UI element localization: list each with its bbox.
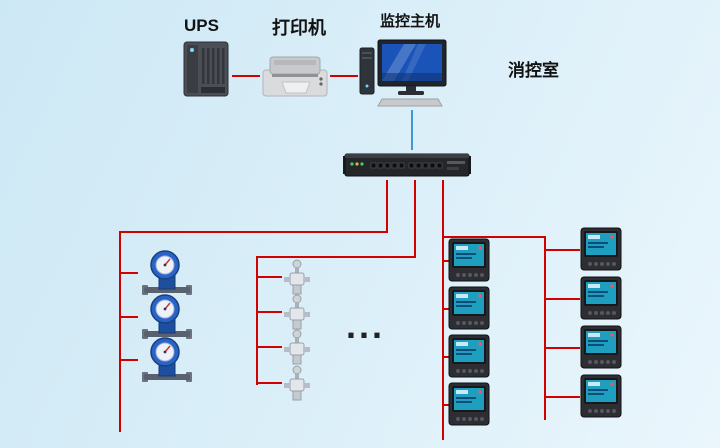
ellipsis-more-devices: ... <box>346 305 386 346</box>
water-meter-1 <box>138 249 196 297</box>
power-meter-outer-1 <box>580 227 622 273</box>
host-computer-icon <box>358 38 450 108</box>
power-meter-outer-4 <box>580 374 622 420</box>
power-meter-inner-3 <box>448 334 490 380</box>
power-meter-outer-2 <box>580 276 622 322</box>
host-label: 监控主机 <box>380 13 441 30</box>
water-meter-3 <box>138 336 196 384</box>
valve-device-4 <box>282 364 312 402</box>
power-meter-inner-1 <box>448 238 490 284</box>
printer-device-icon <box>260 52 330 100</box>
room-label: 消控室 <box>508 61 559 80</box>
valve-device-1 <box>282 258 312 296</box>
valve-device-3 <box>282 328 312 366</box>
ups-label: UPS <box>184 16 219 35</box>
power-meter-outer-3 <box>580 325 622 371</box>
power-meter-inner-2 <box>448 286 490 332</box>
water-meter-2 <box>138 293 196 341</box>
power-meter-inner-4 <box>448 382 490 428</box>
network-switch-icon <box>343 150 471 180</box>
printer-label: 打印机 <box>272 18 326 38</box>
ups-device-icon <box>182 40 230 98</box>
valve-device-2 <box>282 293 312 331</box>
